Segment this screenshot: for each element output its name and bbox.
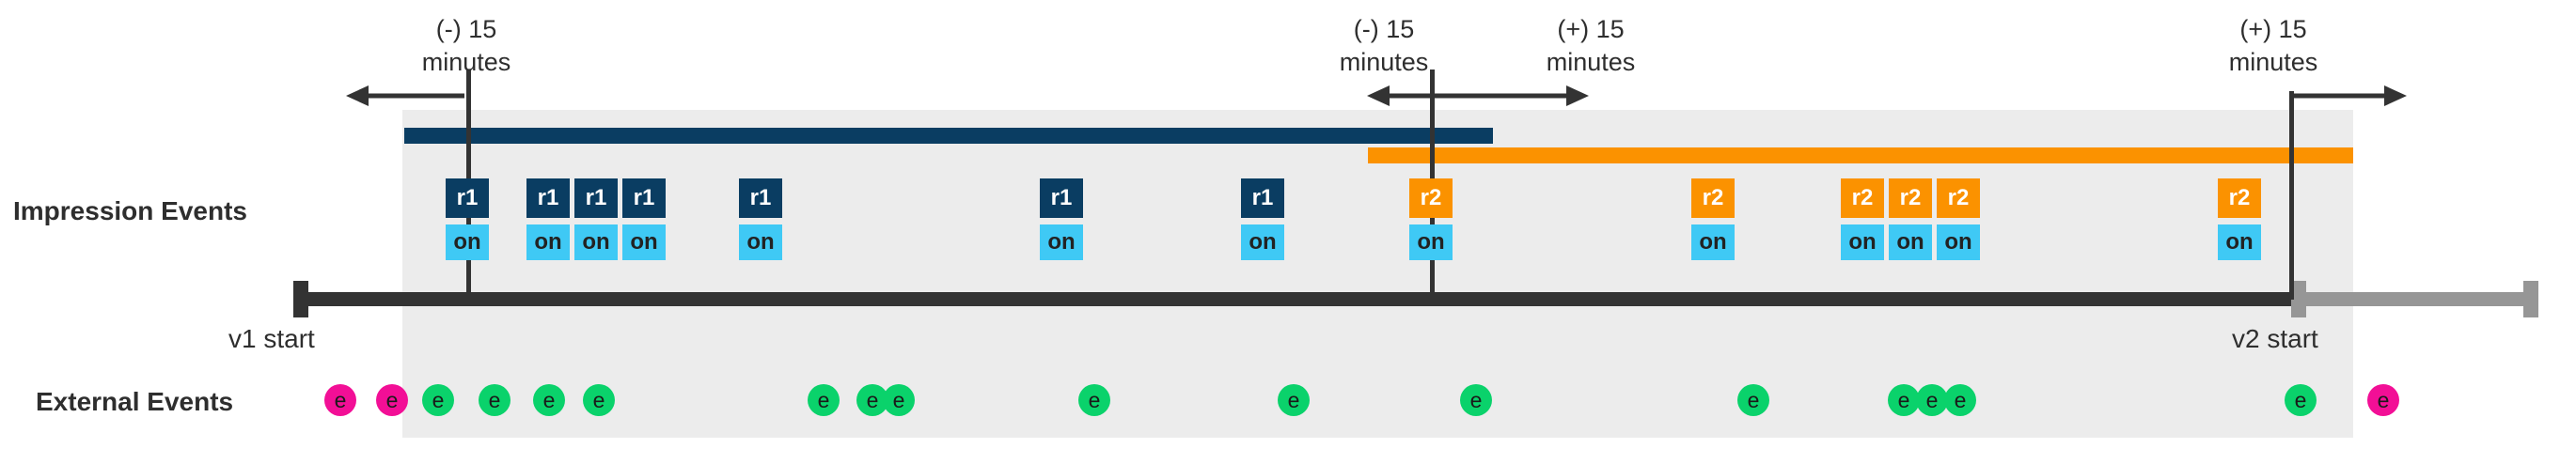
callout-line2: minutes — [421, 47, 511, 76]
external-event-dot[interactable]: e — [1916, 384, 1948, 416]
label-v2-start: v2 start — [2232, 324, 2318, 353]
impression-state-label: on — [622, 224, 666, 260]
impression-event-chip[interactable]: r1 on — [1241, 178, 1284, 260]
external-event-dot[interactable]: e — [1944, 384, 1976, 416]
v2-active-bar — [1368, 147, 2353, 163]
arrow-right-v2 — [2290, 85, 2407, 106]
impression-state-label: on — [1691, 224, 1735, 260]
callout-minus15-v2: (-) 15 minutes — [1290, 13, 1478, 78]
impression-event-chip[interactable]: r2 on — [1691, 178, 1735, 260]
impression-state-label: on — [739, 224, 782, 260]
external-event-dot[interactable]: e — [2367, 384, 2399, 416]
connector-line-v2-start — [2289, 91, 2294, 300]
impression-release-label: r2 — [1841, 178, 1884, 218]
row-label-external-events: External Events — [36, 387, 234, 416]
external-event-dot[interactable]: e — [1078, 384, 1110, 416]
external-event-dot[interactable]: e — [1278, 384, 1310, 416]
experiment-window-band — [402, 110, 2353, 438]
impression-event-chip[interactable]: r1 on — [574, 178, 618, 260]
impression-state-label: on — [1241, 224, 1284, 260]
impression-release-label: r1 — [1241, 178, 1284, 218]
impression-event-chip[interactable]: r2 on — [1889, 178, 1932, 260]
impression-event-chip[interactable]: r2 on — [1937, 178, 1980, 260]
impression-event-chip[interactable]: r1 on — [622, 178, 666, 260]
impression-release-label: r2 — [1889, 178, 1932, 218]
timeline-v1-start-cap — [293, 281, 308, 317]
callout-line1: (-) 15 — [435, 15, 497, 43]
external-event-dot[interactable]: e — [324, 384, 356, 416]
impression-event-chip[interactable]: r2 on — [1841, 178, 1884, 260]
external-event-dot[interactable]: e — [2285, 384, 2317, 416]
impression-release-label: r2 — [2218, 178, 2261, 218]
impression-release-label: r2 — [1409, 178, 1453, 218]
timeline-v2-start-cap — [2291, 281, 2306, 317]
external-event-dot[interactable]: e — [883, 384, 915, 416]
impression-state-label: on — [1040, 224, 1083, 260]
impression-state-label: on — [574, 224, 618, 260]
timeline-v2-segment — [2291, 292, 2538, 306]
external-event-dot[interactable]: e — [583, 384, 615, 416]
impression-release-label: r1 — [446, 178, 489, 218]
external-event-dot[interactable]: e — [808, 384, 840, 416]
impression-release-label: r1 — [622, 178, 666, 218]
external-event-dot[interactable]: e — [1888, 384, 1920, 416]
arrow-double-v1v2-boundary — [1367, 85, 1589, 106]
impression-release-label: r1 — [739, 178, 782, 218]
impression-event-chip[interactable]: r1 on — [526, 178, 570, 260]
impression-event-chip[interactable]: r2 on — [2218, 178, 2261, 260]
impression-event-chip[interactable]: r1 on — [1040, 178, 1083, 260]
impression-state-label: on — [1409, 224, 1453, 260]
row-label-impression-events: Impression Events — [13, 196, 247, 225]
callout-line1: (+) 15 — [1557, 15, 1625, 43]
label-v1-start: v1 start — [228, 324, 315, 353]
callout-line2: minutes — [1339, 47, 1429, 76]
impression-state-label: on — [526, 224, 570, 260]
v1-active-bar — [404, 128, 1493, 144]
callout-line1: (+) 15 — [2239, 15, 2307, 43]
external-event-dot[interactable]: e — [376, 384, 408, 416]
external-event-dot[interactable]: e — [479, 384, 510, 416]
impression-state-label: on — [1937, 224, 1980, 260]
external-event-dot[interactable]: e — [533, 384, 565, 416]
impression-state-label: on — [446, 224, 489, 260]
callout-line2: minutes — [2228, 47, 2318, 76]
impression-release-label: r2 — [1937, 178, 1980, 218]
impression-release-label: r1 — [1040, 178, 1083, 218]
impression-release-label: r1 — [574, 178, 618, 218]
impression-event-chip[interactable]: r2 on — [1409, 178, 1453, 260]
arrow-left-v1 — [346, 85, 464, 106]
impression-release-label: r2 — [1691, 178, 1735, 218]
impression-state-label: on — [2218, 224, 2261, 260]
timeline-v1-segment — [293, 292, 2294, 306]
timeline-end-cap — [2523, 281, 2538, 317]
external-event-dot[interactable]: e — [1737, 384, 1769, 416]
callout-minus15-v1: (-) 15 minutes — [372, 13, 560, 78]
callout-plus15-v2: (+) 15 minutes — [2179, 13, 2367, 78]
impression-state-label: on — [1889, 224, 1932, 260]
impression-event-chip[interactable]: r1 on — [739, 178, 782, 260]
external-event-dot[interactable]: e — [422, 384, 454, 416]
impression-release-label: r1 — [526, 178, 570, 218]
impression-state-label: on — [1841, 224, 1884, 260]
external-event-dot[interactable]: e — [1460, 384, 1492, 416]
callout-line1: (-) 15 — [1353, 15, 1415, 43]
impression-event-chip[interactable]: r1 on — [446, 178, 489, 260]
callout-plus15-v1: (+) 15 minutes — [1497, 13, 1685, 78]
callout-line2: minutes — [1546, 47, 1636, 76]
